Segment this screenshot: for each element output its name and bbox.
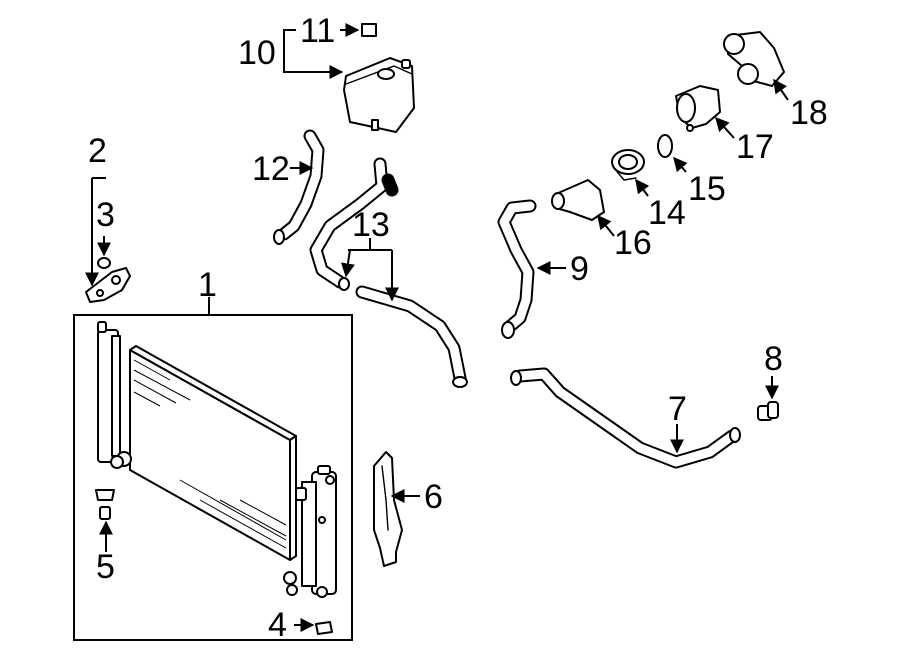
water-pipe-part-18 <box>723 31 789 101</box>
air-deflector-part-6 <box>373 451 420 567</box>
callout-14: 14 <box>648 194 686 232</box>
callout-7: 7 <box>668 390 687 428</box>
bracket-group <box>85 177 131 303</box>
radiator-core <box>129 345 297 561</box>
coolant-reservoir <box>343 57 415 133</box>
thermostat-housing-part-17 <box>675 85 735 139</box>
callout-1: 1 <box>198 266 217 304</box>
callout-8: 8 <box>764 340 783 378</box>
callout-16: 16 <box>614 224 652 262</box>
callout-11: 11 <box>300 12 335 50</box>
leader-10 <box>283 29 340 73</box>
callout-13: 13 <box>352 206 390 244</box>
water-outlet-part-16 <box>551 179 615 237</box>
leader-18 <box>773 78 789 101</box>
leader-14 <box>635 178 650 197</box>
leader-17 <box>715 116 735 139</box>
hose-part-7 <box>510 367 741 469</box>
callout-12: 12 <box>252 150 290 188</box>
callout-6: 6 <box>424 478 443 516</box>
callout-15: 15 <box>688 170 726 208</box>
leader-16 <box>597 214 615 237</box>
gasket-part-15 <box>657 134 688 173</box>
thermostat-part-14 <box>611 149 650 197</box>
hose-part-13 <box>309 157 468 388</box>
bushing-part-3 <box>97 257 111 269</box>
leader-15 <box>673 156 688 173</box>
callout-10: 10 <box>238 34 276 72</box>
callout-3: 3 <box>96 196 115 234</box>
plug-part-4 <box>294 618 333 635</box>
hose-part-12 <box>273 129 325 245</box>
callout-2: 2 <box>88 132 107 170</box>
radiator-right-tank <box>283 465 337 598</box>
reservoir-group <box>283 23 415 133</box>
radiator-assembly-group <box>73 297 353 641</box>
callout-9: 9 <box>570 250 589 288</box>
hose-part-9 <box>497 199 566 339</box>
radiator-left-tank <box>97 321 132 469</box>
radiator-assembly-frame <box>73 314 353 641</box>
fitting-part-8 <box>757 376 779 421</box>
drain-plug-part-5 <box>95 489 115 552</box>
callout-18: 18 <box>790 94 828 132</box>
callout-5: 5 <box>96 548 115 586</box>
callout-4: 4 <box>268 606 287 644</box>
reservoir-cap-part-11 <box>361 23 377 37</box>
leader-2 <box>91 177 106 283</box>
callout-17: 17 <box>736 128 774 166</box>
